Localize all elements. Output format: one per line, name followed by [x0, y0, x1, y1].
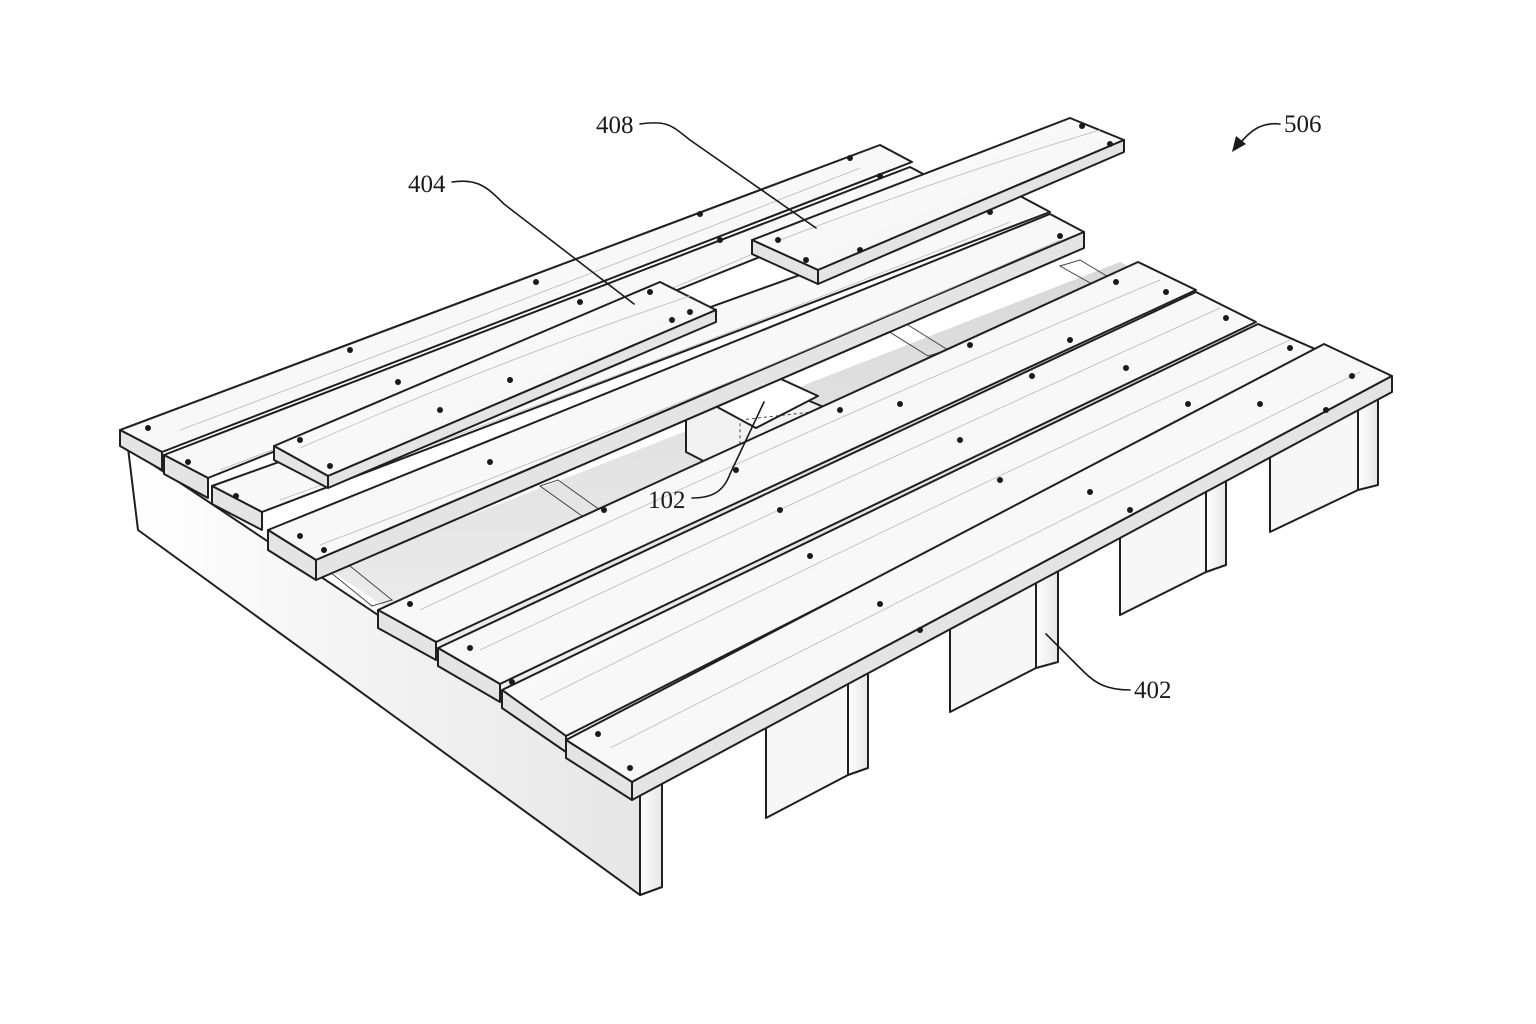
label-506: 506	[1284, 111, 1322, 138]
loose-board-408	[751, 117, 1125, 285]
label-102: 102	[648, 487, 686, 514]
loose-board-404	[273, 281, 717, 489]
label-402: 402	[1134, 677, 1172, 704]
reference-labels: 506 408 404 102 402	[408, 111, 1322, 704]
front-deck-boards	[377, 261, 1393, 801]
leader-lines	[451, 122, 1281, 691]
label-408: 408	[596, 112, 634, 139]
label-404: 404	[408, 171, 446, 198]
nails	[145, 123, 1355, 771]
